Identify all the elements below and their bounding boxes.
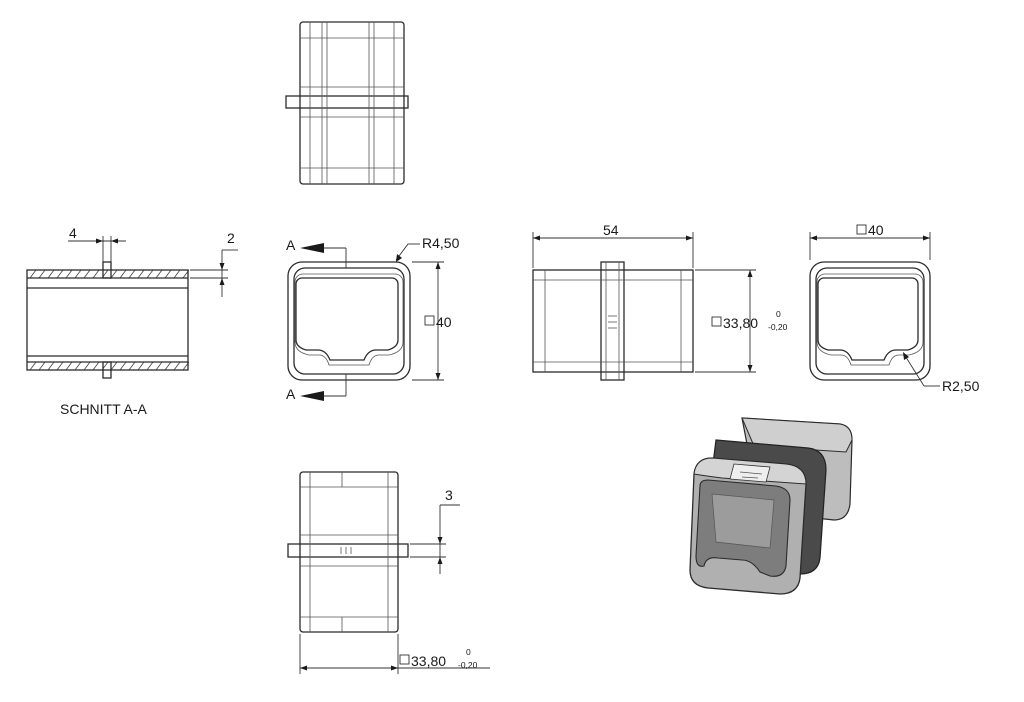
hatch-line xyxy=(65,269,73,279)
section-letter-top: A xyxy=(286,237,296,253)
end-view: 40 R2,50 xyxy=(809,222,980,394)
hatch-line xyxy=(173,361,181,371)
hatch-line xyxy=(173,269,181,279)
hatch-line xyxy=(38,361,46,371)
section-hatching xyxy=(29,269,190,371)
bottom-view: 3 33,80 0 -0,20 xyxy=(287,471,490,674)
section-view: 4 2 SCHNITT A-A xyxy=(26,225,238,417)
hatch-line xyxy=(128,269,136,279)
section-caption: SCHNITT A-A xyxy=(60,401,148,417)
hatch-line xyxy=(110,269,118,279)
side-length-label: 54 xyxy=(603,222,619,238)
hatch-line xyxy=(47,361,55,371)
hatch-line xyxy=(74,361,82,371)
hatch-line xyxy=(137,269,145,279)
end-radius-label: R2,50 xyxy=(942,378,980,394)
dim-2-label: 2 xyxy=(227,230,235,246)
hatch-line xyxy=(182,269,190,279)
hatch-line xyxy=(29,269,37,279)
hatch-line xyxy=(164,269,172,279)
hatch-line xyxy=(29,361,37,371)
hatch-line xyxy=(83,269,91,279)
hatch-line xyxy=(83,361,91,371)
side-view: 54 33,80 0 -0,20 xyxy=(532,222,788,381)
hatch-line xyxy=(56,361,64,371)
section-letter-bottom: A xyxy=(286,386,296,402)
bottom-tol-lower: -0,20 xyxy=(458,660,478,670)
hatch-line xyxy=(56,269,64,279)
hatch-line xyxy=(47,269,55,279)
front-size-label: 40 xyxy=(436,314,452,330)
front-radius-label: R4,50 xyxy=(422,235,460,251)
hatch-line xyxy=(164,361,172,371)
bottom-size-label: 33,80 xyxy=(411,653,446,669)
front-view: A A R4,50 40 xyxy=(286,235,460,402)
hatch-line xyxy=(92,361,100,371)
isometric-view xyxy=(689,417,853,595)
side-tol-upper: 0 xyxy=(776,309,781,319)
hatch-line xyxy=(137,361,145,371)
side-size-label: 33,80 xyxy=(723,315,758,331)
hatch-line xyxy=(146,269,154,279)
hatch-line xyxy=(92,269,100,279)
bottom-tol-upper: 0 xyxy=(466,647,471,657)
hatch-line xyxy=(119,361,127,371)
hatch-line xyxy=(182,361,190,371)
top-view xyxy=(285,21,409,185)
hatch-line xyxy=(128,361,136,371)
side-tol-lower: -0,20 xyxy=(768,322,788,332)
hatch-line xyxy=(38,269,46,279)
hatch-line xyxy=(155,269,163,279)
hatch-line xyxy=(65,361,73,371)
end-size-label: 40 xyxy=(868,222,884,238)
hatch-line xyxy=(74,269,82,279)
hatch-line xyxy=(110,361,118,371)
hatch-line xyxy=(155,361,163,371)
dim-3-label: 3 xyxy=(445,487,453,503)
dim-4-label: 4 xyxy=(69,225,77,241)
hatch-line xyxy=(119,269,127,279)
hatch-line xyxy=(146,361,154,371)
